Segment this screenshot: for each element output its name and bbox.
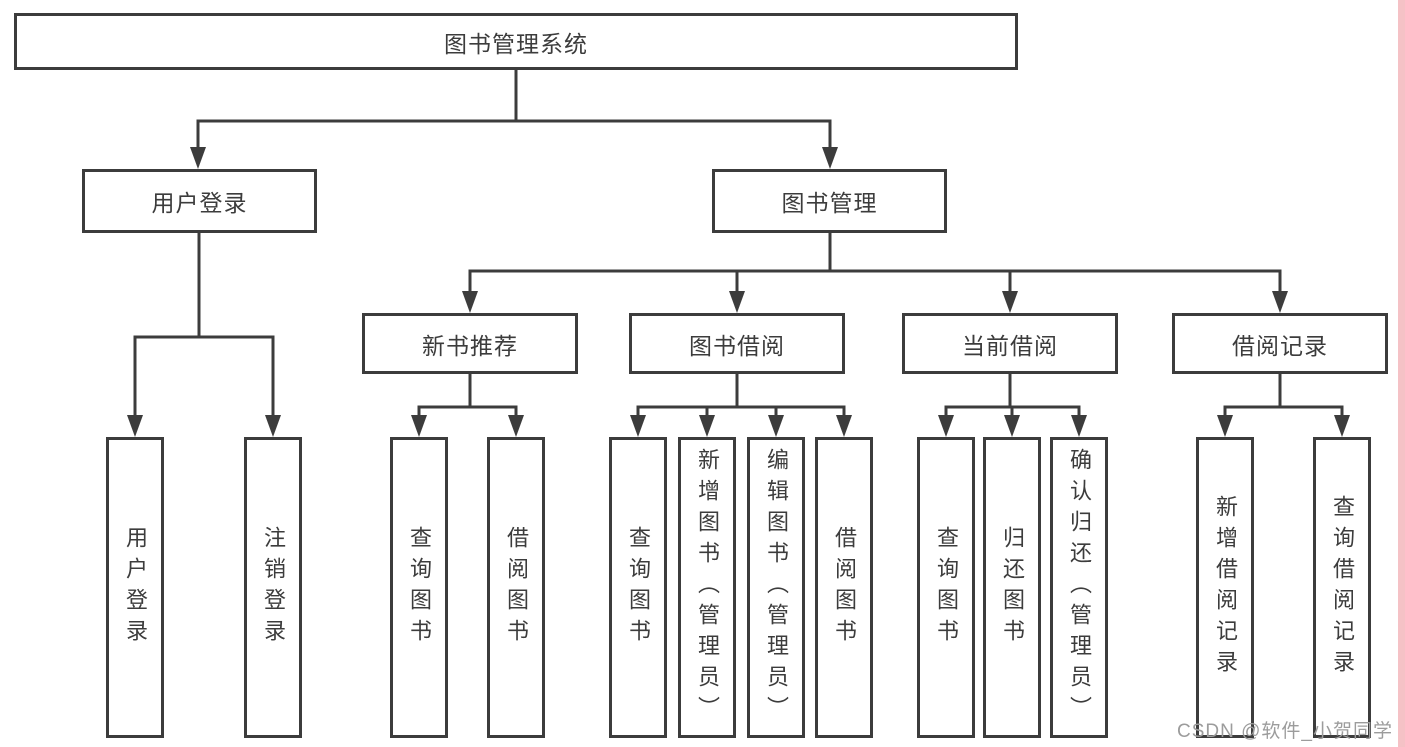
arrow-down-icon <box>265 415 281 437</box>
node-book-management: 图书管理 <box>712 169 947 233</box>
leaf-user-login: 用户登录 <box>106 437 164 738</box>
arrow-down-icon <box>1334 415 1350 437</box>
arrow-down-icon <box>729 291 745 313</box>
node-label: 用户登录 <box>151 190 248 216</box>
node-label: 编辑图书（管理员） <box>764 448 789 727</box>
node-label: 新增借阅记录 <box>1213 494 1238 681</box>
arrow-down-icon <box>1217 415 1233 437</box>
node-label: 查询图书 <box>626 525 651 650</box>
node-new-book-recommend: 新书推荐 <box>362 313 578 374</box>
edge-book-borrow-to-leaves <box>630 374 852 437</box>
node-label: 图书管理 <box>781 190 878 216</box>
arrow-down-icon <box>768 415 784 437</box>
arrow-down-icon <box>1004 415 1020 437</box>
edge-root-to-level2 <box>190 70 838 169</box>
node-label: 查询图书 <box>407 525 432 650</box>
node-label: 注销登录 <box>261 525 286 650</box>
csdn-watermark: CSDN @软件_小贺同学 <box>1177 721 1393 742</box>
arrow-down-icon <box>1272 291 1288 313</box>
node-label: 借阅记录 <box>1232 332 1328 359</box>
arrow-down-icon <box>127 415 143 437</box>
node-label: 借阅图书 <box>832 525 857 650</box>
arrow-down-icon <box>1071 415 1087 437</box>
node-label: 查询借阅记录 <box>1330 494 1355 681</box>
node-label: 确认归还（管理员） <box>1067 448 1092 727</box>
leaf-borrow-books: 借阅图书 <box>487 437 545 738</box>
leaf-query-books: 查询图书 <box>609 437 667 738</box>
arrow-down-icon <box>190 147 206 169</box>
leaf-query-books: 查询图书 <box>917 437 975 738</box>
node-root-system: 图书管理系统 <box>14 13 1018 70</box>
node-current-borrow: 当前借阅 <box>902 313 1118 374</box>
edge-book-mgmt-to-level3 <box>462 233 1288 313</box>
edge-new-books-to-leaves <box>411 374 524 437</box>
node-book-borrow: 图书借阅 <box>629 313 845 374</box>
node-label: 查询图书 <box>934 525 959 650</box>
leaf-return-books: 归还图书 <box>983 437 1041 738</box>
right-edge-strip <box>1398 0 1405 747</box>
edge-current-borrow-to-leaves <box>938 374 1087 437</box>
leaf-query-borrow-record: 查询借阅记录 <box>1313 437 1371 738</box>
leaf-logout: 注销登录 <box>244 437 302 738</box>
arrow-down-icon <box>508 415 524 437</box>
node-label: 用户登录 <box>123 525 148 650</box>
node-label: 图书管理系统 <box>444 30 588 57</box>
arrow-down-icon <box>938 415 954 437</box>
node-label: 当前借阅 <box>962 332 1058 359</box>
arrow-down-icon <box>1002 291 1018 313</box>
edge-borrow-records-to-leaves <box>1217 374 1350 437</box>
leaf-confirm-return-admin: 确认归还（管理员） <box>1050 437 1108 738</box>
arrow-down-icon <box>836 415 852 437</box>
arrow-down-icon <box>822 147 838 169</box>
node-label: 新书推荐 <box>422 332 518 359</box>
node-label: 借阅图书 <box>504 525 529 650</box>
leaf-borrow-books: 借阅图书 <box>815 437 873 738</box>
arrow-down-icon <box>462 291 478 313</box>
node-borrow-records: 借阅记录 <box>1172 313 1388 374</box>
leaf-add-books-admin: 新增图书（管理员） <box>678 437 736 738</box>
leaf-add-borrow-record: 新增借阅记录 <box>1196 437 1254 738</box>
arrow-down-icon <box>630 415 646 437</box>
node-label: 图书借阅 <box>689 332 785 359</box>
edge-user-login-to-leaves <box>127 233 281 437</box>
arrow-down-icon <box>699 415 715 437</box>
leaf-edit-books-admin: 编辑图书（管理员） <box>747 437 805 738</box>
node-label: 归还图书 <box>1000 525 1025 650</box>
arrow-down-icon <box>411 415 427 437</box>
node-user-login: 用户登录 <box>82 169 317 233</box>
leaf-query-books: 查询图书 <box>390 437 448 738</box>
node-label: 新增图书（管理员） <box>695 448 720 727</box>
